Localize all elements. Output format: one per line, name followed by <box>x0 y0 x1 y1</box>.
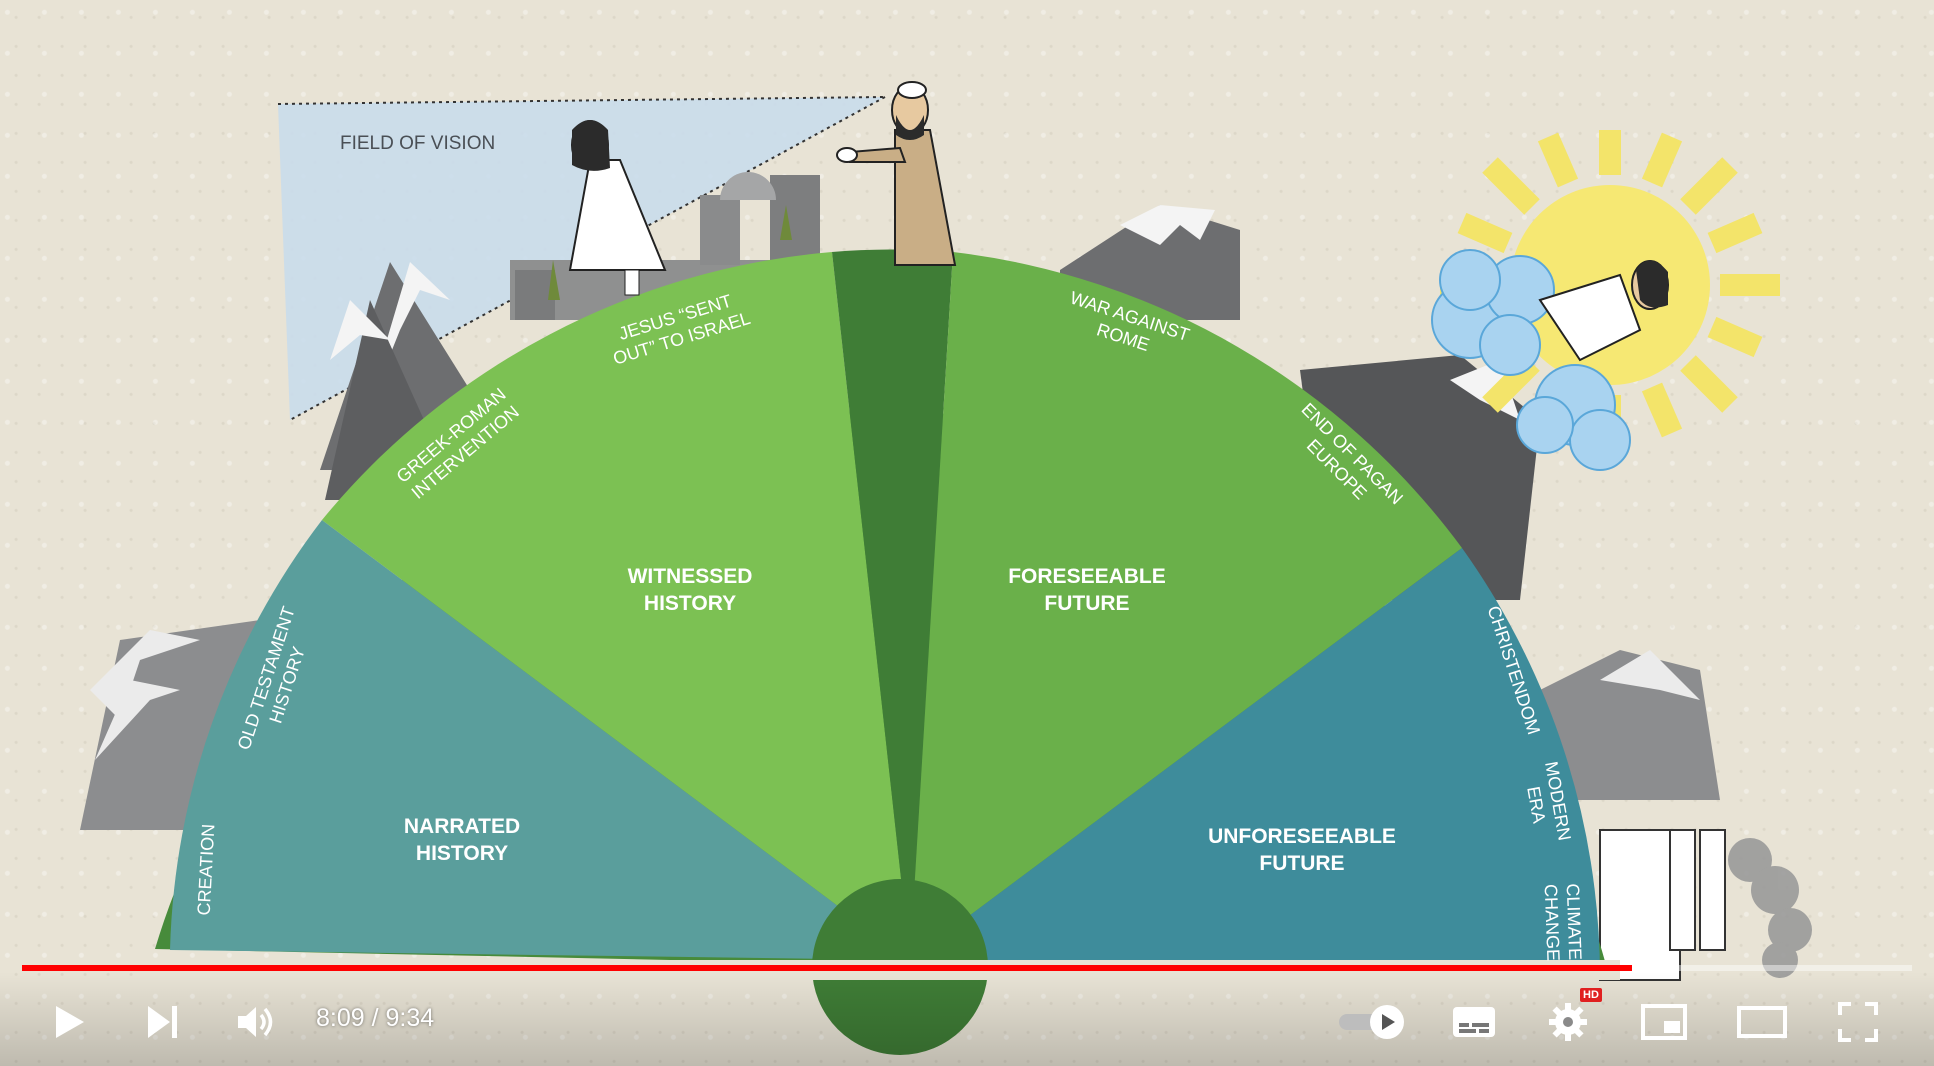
unforeseeable-future-line2: FUTURE <box>1259 852 1344 875</box>
autoplay-toggle-icon <box>1339 1005 1404 1039</box>
volume-icon <box>238 1007 273 1037</box>
settings-button[interactable] <box>1540 994 1596 1050</box>
mountains-right <box>1060 205 1720 800</box>
miniplayer-button[interactable] <box>1636 994 1692 1050</box>
svg-text:UNFORESEEABLE: UNFORESEEABLE <box>1208 825 1396 848</box>
witnessed-history-line1: WITNESSED <box>628 565 753 588</box>
figure-white-robe <box>568 120 667 296</box>
field-of-vision-label: FIELD OF VISION <box>340 133 495 154</box>
svg-text:HISTORY: HISTORY <box>644 592 736 615</box>
progress-played <box>22 965 1633 971</box>
subtitles-button[interactable] <box>1446 994 1502 1050</box>
climate-change-line2: CHANGE <box>1541 884 1564 962</box>
theater-mode-button[interactable] <box>1734 994 1790 1050</box>
svg-text:WITNESSED: WITNESSED <box>628 565 753 588</box>
next-icon <box>148 1006 177 1038</box>
creation-label: CREATION <box>194 823 219 916</box>
foreseeable-future-line1: FORESEEABLE <box>1008 565 1166 588</box>
autoplay-toggle[interactable] <box>1336 994 1408 1050</box>
progress-bar[interactable] <box>22 965 1912 971</box>
witnessed-history-line2: HISTORY <box>644 592 736 615</box>
miniplayer-icon <box>1641 1004 1687 1040</box>
hd-badge: HD <box>1580 988 1602 1002</box>
foreseeable-future-line2: FUTURE <box>1044 592 1129 615</box>
figure-brown-robe <box>836 81 957 266</box>
climate-change-line1: CLIMATE <box>1563 883 1586 960</box>
wheel-region-labels: WITNESSED HISTORY FORESEEABLE FUTURE NAR… <box>404 565 1396 875</box>
svg-text:HISTORY: HISTORY <box>416 842 508 865</box>
fullscreen-icon <box>1838 1002 1878 1042</box>
fullscreen-button[interactable] <box>1830 994 1886 1050</box>
svg-text:FUTURE: FUTURE <box>1259 852 1344 875</box>
subtitles-icon <box>1453 1007 1495 1037</box>
theater-icon <box>1737 1006 1787 1038</box>
svg-text:FUTURE: FUTURE <box>1044 592 1129 615</box>
player-controls: 8:09 / 9:34 <box>0 972 1934 1066</box>
narrated-history-line1: NARRATED <box>404 815 520 838</box>
next-button[interactable] <box>134 994 190 1050</box>
play-icon <box>56 1006 84 1038</box>
time-display: 8:09 / 9:34 <box>316 1004 435 1032</box>
svg-text:NARRATED: NARRATED <box>404 815 520 838</box>
svg-text:FORESEEABLE: FORESEEABLE <box>1008 565 1166 588</box>
gear-icon <box>1549 1003 1587 1041</box>
narrated-history-line2: HISTORY <box>416 842 508 865</box>
cloud-figure-illustration <box>1431 249 1669 471</box>
volume-button[interactable] <box>228 994 284 1050</box>
unforeseeable-future-line1: UNFORESEEABLE <box>1208 825 1396 848</box>
factory-illustration <box>1599 829 1812 981</box>
play-button[interactable] <box>40 994 96 1050</box>
